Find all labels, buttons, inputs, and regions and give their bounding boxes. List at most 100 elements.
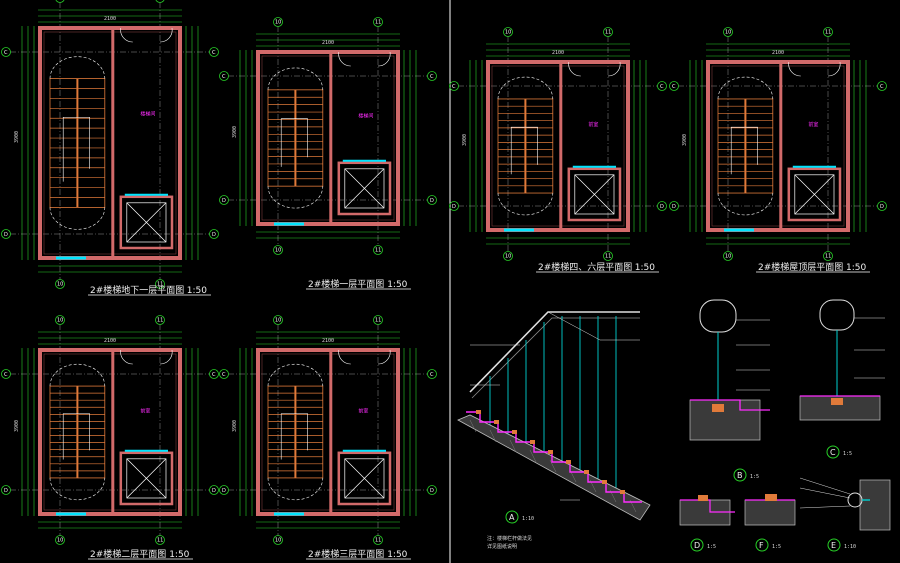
detail-e-wall bbox=[859, 479, 891, 531]
elevator-shaft bbox=[337, 451, 392, 506]
grid-label-right: C bbox=[430, 372, 434, 378]
grid-bubble-right bbox=[209, 485, 219, 495]
grid-label-top: 10 bbox=[57, 318, 63, 324]
grid-bubble-top bbox=[55, 0, 65, 3]
grid-bubble-right bbox=[209, 369, 219, 379]
dim-text-left: 3900 bbox=[232, 420, 238, 432]
plan-scale: 1:50 bbox=[169, 550, 189, 560]
landing-arc-top bbox=[49, 363, 106, 387]
outer-wall bbox=[486, 60, 630, 232]
dim-text-left: 3900 bbox=[14, 420, 20, 432]
dim-text-top: 2100 bbox=[322, 338, 334, 344]
handrail-lower-line bbox=[471, 317, 640, 399]
grid-label-left: C bbox=[222, 372, 226, 378]
grid-label-top: 11 bbox=[605, 30, 611, 36]
grid-label-right: D bbox=[660, 204, 664, 210]
detail-c-letter: C bbox=[830, 448, 836, 457]
detail-e-scale: 1:10 bbox=[844, 544, 856, 550]
stair-arrow bbox=[730, 126, 758, 175]
grid-bubble-left bbox=[1, 47, 11, 57]
detail-c-leaders bbox=[854, 317, 885, 379]
grid-label-top: 10 bbox=[57, 0, 63, 2]
door-swing bbox=[120, 27, 133, 43]
detail-d-marker bbox=[690, 538, 704, 552]
grid-label-right: D bbox=[212, 232, 216, 238]
grid-bubble-bottom bbox=[823, 251, 833, 261]
dim-text-left: 3900 bbox=[232, 126, 238, 138]
outer-wall bbox=[38, 348, 182, 516]
detail-d-edge bbox=[680, 499, 735, 513]
grid-label-right: D bbox=[212, 488, 216, 494]
detail-b-slab bbox=[689, 399, 761, 441]
grid-label-bottom: 10 bbox=[57, 538, 63, 544]
grid-label-bottom: 11 bbox=[825, 254, 831, 260]
grid-bubble-top bbox=[373, 17, 383, 27]
grid-label-bottom: 11 bbox=[375, 538, 381, 544]
grid-label-right: C bbox=[880, 84, 884, 90]
elevator-shaft bbox=[119, 451, 174, 506]
landing-arc-bottom bbox=[49, 207, 106, 230]
grid-bubble-bottom bbox=[55, 535, 65, 545]
grid-label-top: 11 bbox=[825, 30, 831, 36]
plan-title: 2#楼梯四、六层平面图 bbox=[538, 261, 632, 273]
room-label: 前室 bbox=[808, 121, 818, 128]
plan-title: 2#楼梯地下一层平面图 bbox=[90, 284, 184, 296]
handrail-line bbox=[469, 311, 640, 393]
dim-text-top: 2100 bbox=[772, 50, 784, 56]
detail-f-marker bbox=[755, 538, 769, 552]
door-swing bbox=[338, 349, 351, 365]
grid-label-left: D bbox=[4, 488, 8, 494]
grid-label-top: 11 bbox=[375, 318, 381, 324]
grid-label-bottom: 11 bbox=[157, 538, 163, 544]
landing-arc-bottom bbox=[267, 186, 324, 209]
grid-label-bottom: 11 bbox=[157, 282, 163, 288]
plan-scale: 1:50 bbox=[635, 263, 655, 273]
grid-label-bottom: 11 bbox=[375, 248, 381, 254]
grid-bubble-top bbox=[55, 315, 65, 325]
grid-label-top: 11 bbox=[375, 20, 381, 26]
detail-d-plate bbox=[698, 495, 708, 501]
grid-label-bottom: 10 bbox=[725, 254, 731, 260]
grid-bubble-left bbox=[669, 81, 679, 91]
detail-a-scale: 1:10 bbox=[522, 516, 534, 522]
step-nosings bbox=[476, 410, 625, 494]
elevator-shaft bbox=[337, 161, 392, 216]
door-swing bbox=[788, 61, 801, 77]
grid-label-left: C bbox=[452, 84, 456, 90]
detail-a-marker bbox=[505, 510, 519, 524]
grid-label-left: C bbox=[672, 84, 676, 90]
plan-title: 2#楼梯三层平面图 bbox=[308, 548, 384, 560]
door-swing bbox=[120, 349, 133, 365]
detail-e-letter: E bbox=[831, 541, 836, 550]
grid-bubble-bottom bbox=[155, 279, 165, 289]
elevator-car bbox=[344, 458, 385, 499]
stair-arrow bbox=[280, 413, 308, 460]
elevator-cross bbox=[344, 458, 385, 499]
inner-wall-line bbox=[261, 353, 395, 511]
elevator-cross bbox=[574, 174, 615, 215]
detail-f-letter: F bbox=[759, 541, 764, 550]
room-label: 前室 bbox=[588, 121, 598, 128]
outer-wall bbox=[38, 26, 182, 260]
plans-group: 10101111CCDD楼梯间390021002#楼梯地下一层平面图1:5010… bbox=[1, 0, 887, 560]
elevator-car bbox=[126, 458, 167, 499]
detail-b-marker bbox=[733, 468, 747, 482]
plan-scale: 1:50 bbox=[387, 280, 407, 290]
grid-label-bottom: 10 bbox=[275, 248, 281, 254]
grid-label-top: 10 bbox=[275, 20, 281, 26]
grid-bubble-left bbox=[1, 229, 11, 239]
elevator-car bbox=[574, 174, 615, 215]
dim-text-top: 2100 bbox=[322, 40, 334, 46]
grid-label-right: C bbox=[212, 372, 216, 378]
grid-bubble-bottom bbox=[603, 251, 613, 261]
grid-bubble-right bbox=[427, 195, 437, 205]
grid-bubble-bottom bbox=[155, 535, 165, 545]
note-line-1: 注：楼梯栏杆做法见 bbox=[487, 535, 532, 542]
dim-text-left: 3900 bbox=[682, 134, 688, 146]
grid-bubble-right bbox=[209, 229, 219, 239]
grid-bubble-top bbox=[273, 315, 283, 325]
grid-bubble-bottom bbox=[55, 279, 65, 289]
grid-label-bottom: 10 bbox=[275, 538, 281, 544]
door-swing bbox=[338, 51, 351, 67]
